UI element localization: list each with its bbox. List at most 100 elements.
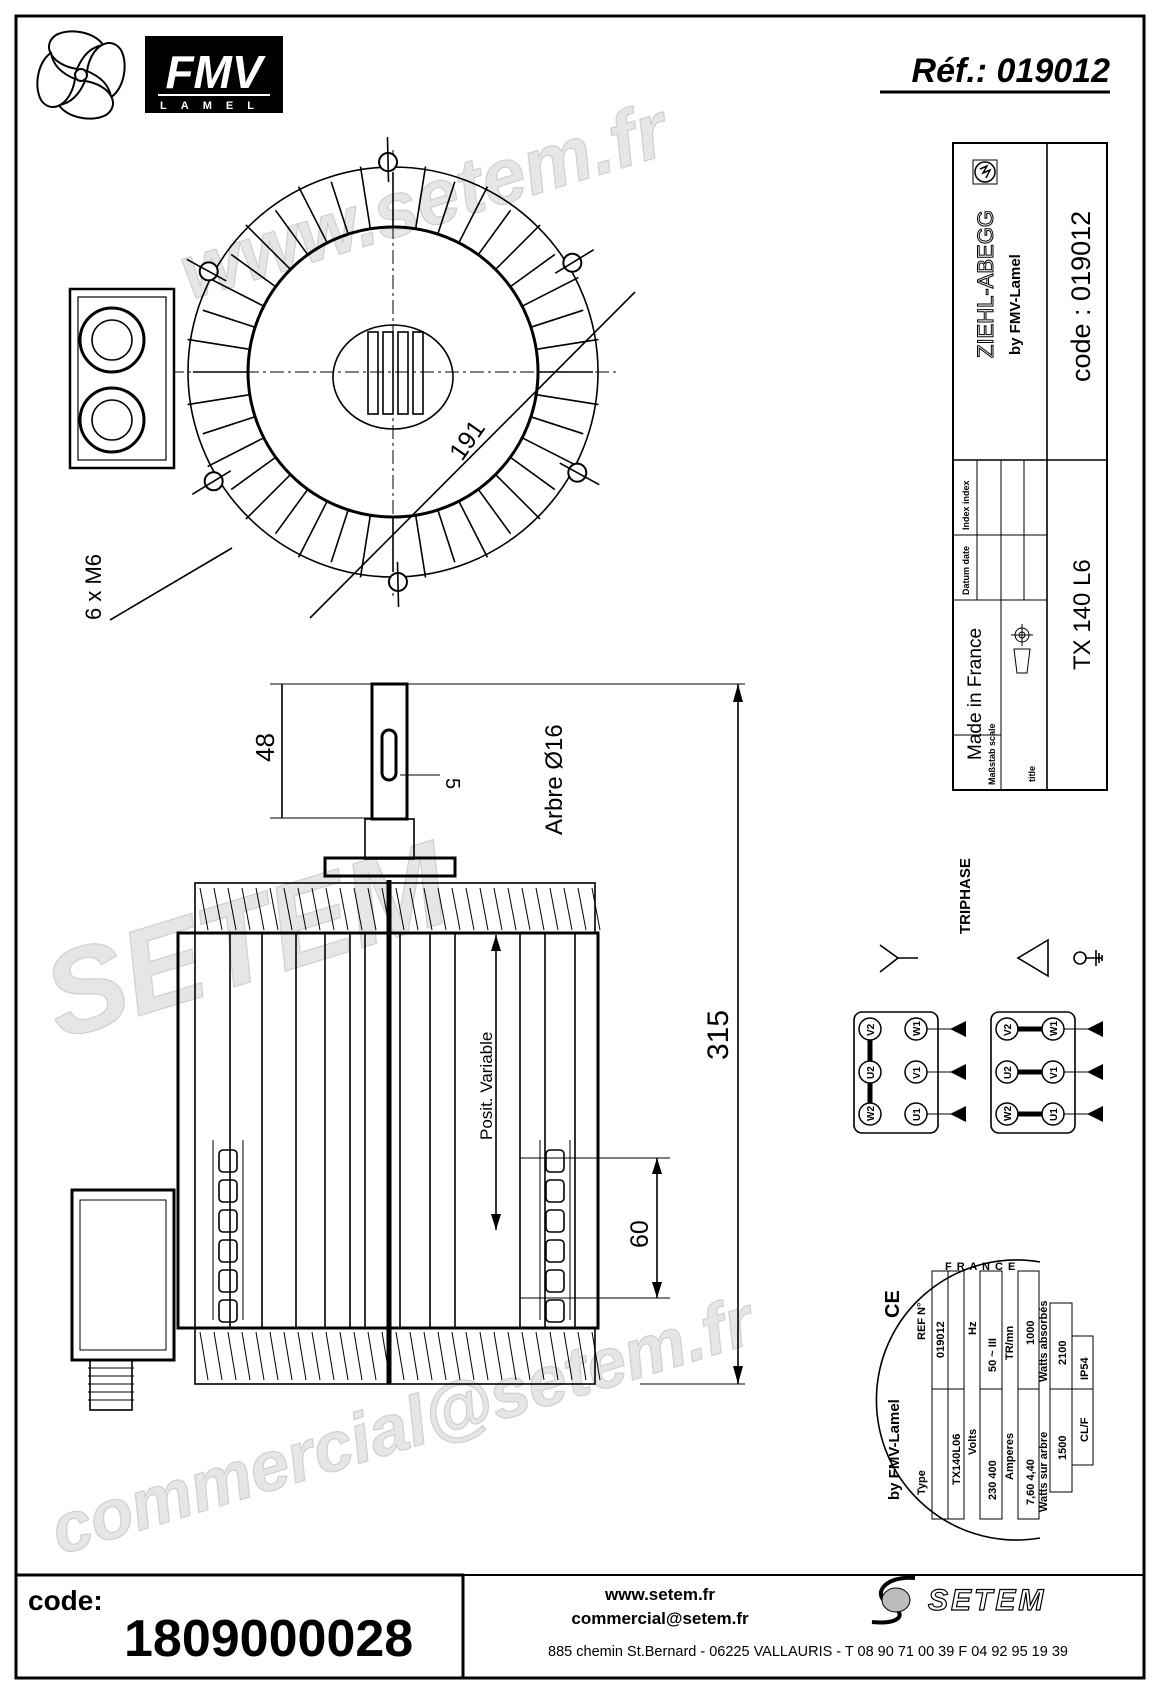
svg-text:Maßstab scale: Maßstab scale [987,723,997,785]
fin-line [325,887,335,931]
cooling-fin [297,500,328,558]
cooling-fin [274,209,309,256]
fin-line [577,887,587,931]
cooling-fin [437,181,456,235]
dim-key: 5 [441,778,463,789]
svg-text:TR/mn: TR/mn [1004,1326,1016,1361]
motor-front-view [170,137,620,607]
projection-symbol-icon [1011,624,1033,674]
fin-line [395,887,405,931]
fin-line [339,1331,349,1381]
cooling-fin [536,338,599,351]
fin-line [437,887,447,931]
terminal-circle [995,1017,1019,1041]
fin-line [549,887,559,931]
motor-side-view [70,682,601,1411]
fin-line [423,1331,433,1381]
mounting-slot [545,1209,565,1233]
cooling-fin [494,224,541,271]
bolt-stud [191,470,232,495]
svg-text:Index index: Index index [961,480,971,530]
svg-text:Watts sur arbre: Watts sur arbre [1038,1432,1050,1512]
fin-line [409,887,419,931]
fin-line [325,1331,335,1381]
svg-text:SETEM: SETEM [928,1584,1046,1617]
fin-line [255,887,265,931]
cooling-fin [509,253,556,288]
mounting-slot [218,1209,238,1233]
terminal-label: W1 [912,1021,923,1036]
fin-line [451,887,461,931]
mounting-slot [545,1179,565,1203]
supply-arrow-icon [950,1064,966,1080]
fin-line [199,887,209,931]
mounting-slot [545,1149,565,1173]
svg-text:LAMEL: LAMEL [160,100,268,112]
terminal-label: U1 [1049,1108,1060,1121]
terminal-label: V1 [1049,1066,1060,1079]
svg-text:Volts: Volts [967,1429,979,1455]
fin-line [311,1331,321,1381]
terminal-label: U2 [866,1066,877,1079]
diameter-dimension-line [309,291,636,619]
cooling-fin [477,209,512,256]
fin-line [423,887,433,931]
cooling-fin [414,166,427,229]
vent-slot [367,331,379,415]
ce-mark-icon: CE [882,1290,904,1318]
bolt-stud [396,561,400,607]
fin-line [269,1331,279,1381]
supply-arrow-icon [950,1021,966,1037]
made-in: Made in France [965,628,986,760]
fin-line [479,887,489,931]
svg-text:7,60 4,40: 7,60 4,40 [1025,1459,1037,1505]
svg-text:F R A N C E: F R A N C E [945,1261,1016,1273]
star-symbol-icon [879,944,918,973]
fin-line [437,1331,447,1381]
address: 885 chemin St.Bernard - 06225 VALLAURIS … [548,1644,1068,1660]
cooling-fin [509,456,556,491]
fin-line [465,1331,475,1381]
fin-line [591,887,601,931]
cooling-fin [297,186,328,244]
title-value: TX 140 L6 [1069,559,1096,670]
terminal-label: U1 [912,1108,923,1121]
fin-line [521,887,531,931]
brand-ziehl-abegg: ZIEHL-ABEGG [973,210,998,358]
fin-line [409,1331,419,1381]
fin-line [493,1331,503,1381]
mounting-slot [545,1239,565,1263]
vent-slot [382,331,394,415]
fin-line [549,1331,559,1381]
footer: code: 1809000028 www.setem.fr commercial… [14,1573,1144,1680]
fin-line [241,1331,251,1381]
mounting-slot [218,1269,238,1293]
mounting-slot [218,1299,238,1323]
supply-arrow-icon [1087,1064,1103,1080]
fin-line [451,1331,461,1381]
fin-line [395,1331,405,1381]
fin-line [353,887,363,931]
bolt-stud [559,462,600,486]
fin-line [213,887,223,931]
cooling-fin [230,253,277,288]
svg-text:by FMV-Lamel: by FMV-Lamel [886,1399,903,1500]
shaft-key [380,728,398,782]
svg-text:title: title [1027,766,1037,782]
svg-text:Amperes: Amperes [1004,1433,1016,1480]
website-link[interactable]: www.setem.fr [604,1585,715,1604]
mounting-slot [545,1269,565,1293]
email-link[interactable]: commercial@setem.fr [571,1609,749,1628]
fin-line [297,887,307,931]
terminal-label: W1 [1049,1021,1060,1036]
supply-arrow-icon [1087,1021,1103,1037]
svg-text:1000: 1000 [1025,1321,1037,1345]
mounting-slot [218,1179,238,1203]
fin-line [535,1331,545,1381]
fin-line [283,887,293,931]
svg-text:50 ~ III: 50 ~ III [987,1338,999,1372]
wiring-title: TRIPHASE [957,858,974,934]
cooling-fin [414,515,427,578]
bolt-stud [386,137,390,183]
